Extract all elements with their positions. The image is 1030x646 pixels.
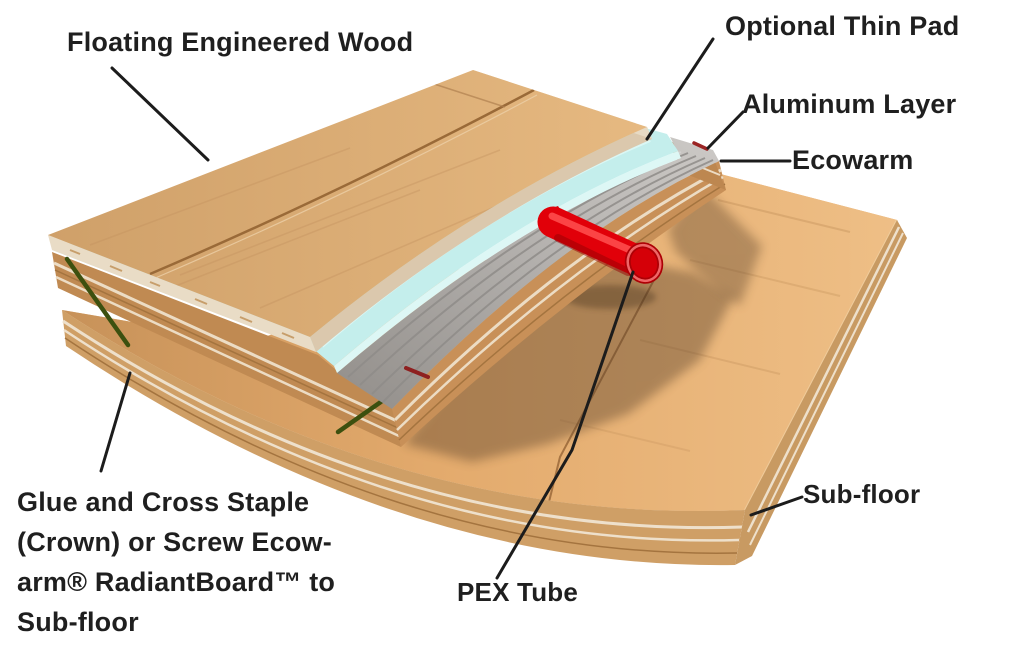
pex-tube-highlight <box>548 212 634 254</box>
staple-left-icon <box>64 256 131 348</box>
glue-note-line-2: (Crown) or Screw Ecow- <box>17 527 332 557</box>
plank-groove-highlight <box>152 94 538 280</box>
tube-contact-shadow <box>564 285 656 309</box>
label-floating-engineered-wood: Floating Engineered Wood <box>67 27 414 57</box>
glue-note-line-3: arm® RadiantBoard™ to <box>17 567 336 597</box>
label-glue-note: Glue and Cross Staple (Crown) or Screw E… <box>17 482 335 642</box>
plank-sw-speckles <box>69 249 295 339</box>
leader-lines <box>99 37 804 580</box>
leader-subfloor <box>749 495 804 517</box>
staple-mark-red-right <box>692 141 709 151</box>
label-ecowarm: Ecowarm <box>792 145 914 175</box>
subfloor-right-face <box>735 220 907 565</box>
label-optional-thin-pad: Optional Thin Pad <box>725 11 960 41</box>
label-aluminum-layer: Aluminum Layer <box>742 89 957 119</box>
label-pex-tube: PEX Tube <box>457 577 579 607</box>
leader-aluminum <box>706 110 745 150</box>
glue-note-line-4: Sub-floor <box>17 607 139 637</box>
plank-groove <box>149 88 535 276</box>
engineered-wood-planks <box>48 70 652 352</box>
leader-thin-pad <box>645 37 715 141</box>
subfloor-right-laminations <box>746 226 904 546</box>
pex-tube-end-cap <box>624 242 664 284</box>
board-end-shadow <box>668 184 762 306</box>
pex-tube <box>537 206 664 284</box>
board-se-laminations <box>393 168 726 441</box>
board-se-face <box>392 161 726 447</box>
leader-floating-wood <box>110 66 210 162</box>
plank-butt-seam <box>427 81 506 108</box>
board-sw-laminations <box>53 261 400 438</box>
staple-mark-red-left <box>404 366 430 379</box>
subfloor-front-laminations <box>62 319 743 554</box>
glue-note-line-1: Glue and Cross Staple <box>17 487 310 517</box>
label-sub-floor: Sub-floor <box>803 479 921 509</box>
pex-tube-lowlight <box>554 234 632 276</box>
leader-pex-tube <box>495 270 635 580</box>
plank-top-surface <box>48 70 647 337</box>
leader-glue-note <box>99 371 132 473</box>
plank-se-edge-face <box>310 127 652 352</box>
plank-sw-end-face <box>48 235 316 352</box>
pex-tube-body <box>537 206 654 277</box>
